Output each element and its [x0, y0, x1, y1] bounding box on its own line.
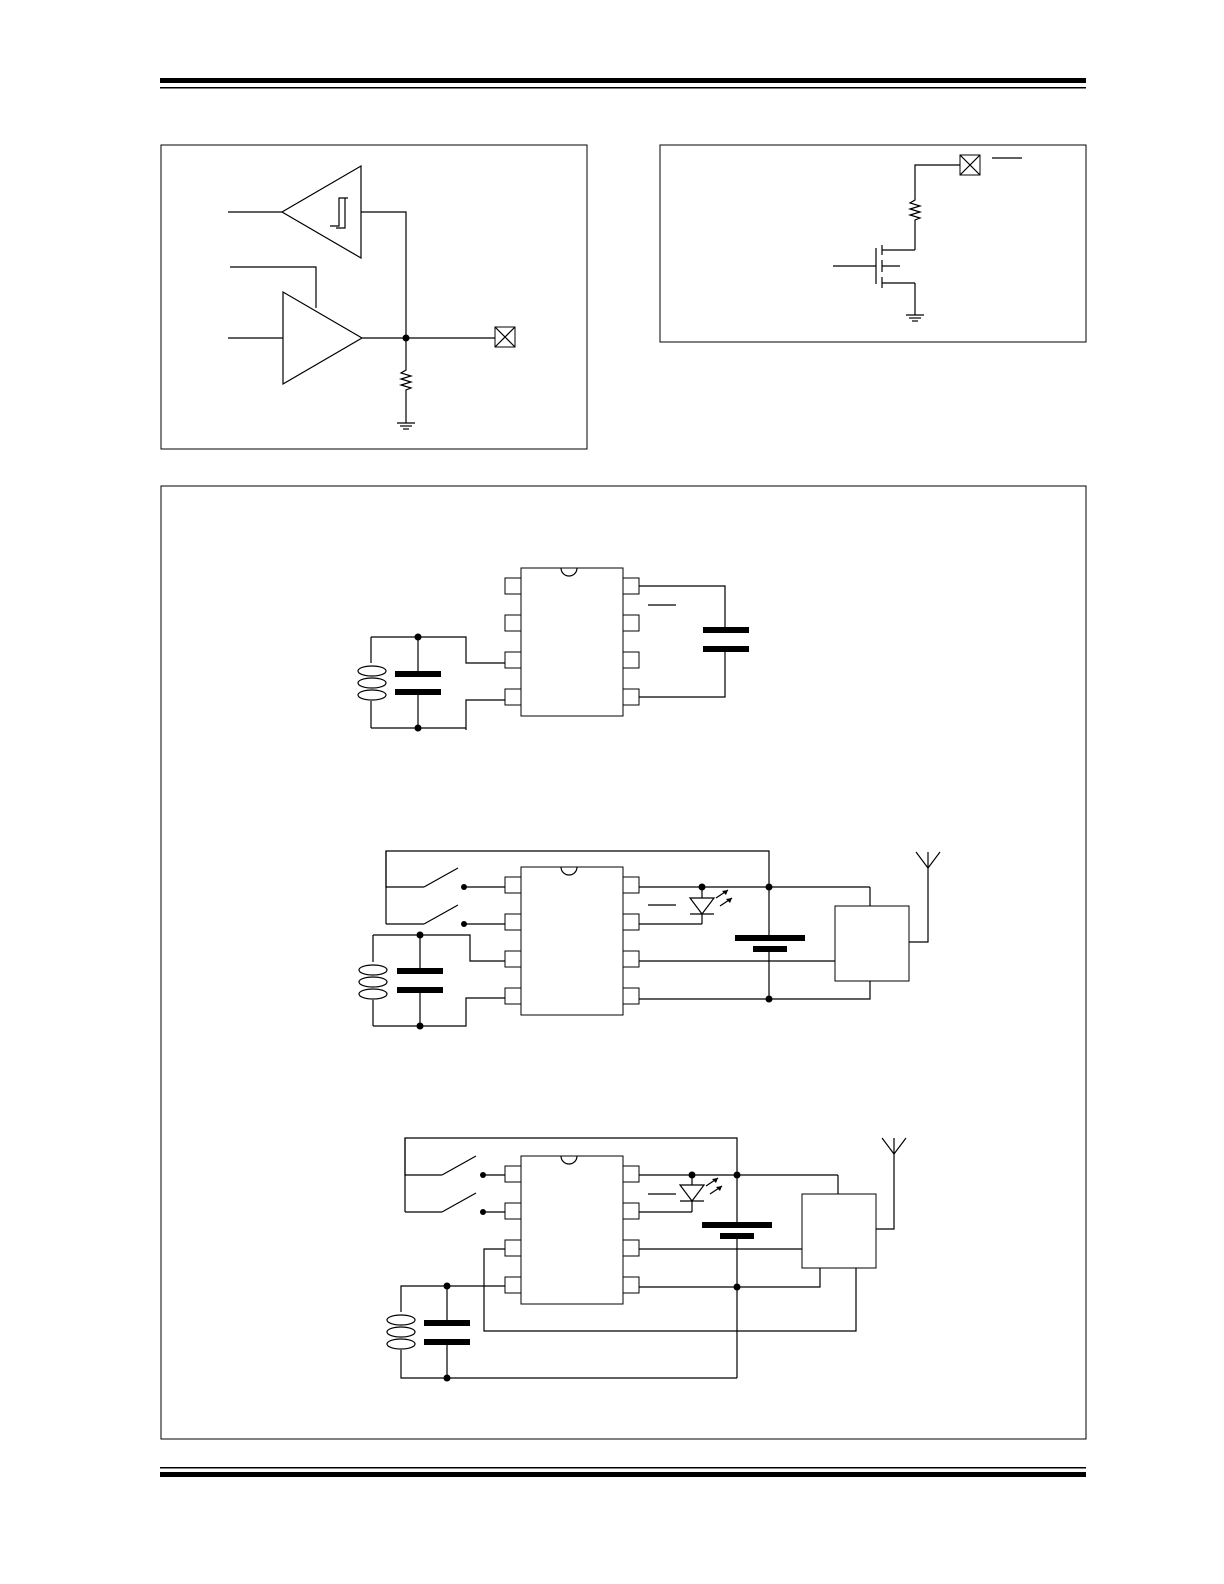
capacitor-icon [424, 1320, 470, 1326]
circuit-b [358, 850, 941, 1030]
coil-icon [357, 665, 387, 701]
battery-icon [702, 1222, 772, 1228]
figure-frame [160, 485, 1087, 1440]
header-rule [160, 78, 1086, 89]
switch-icon [386, 904, 505, 927]
resistor-icon [400, 365, 412, 393]
coil-icon [358, 964, 388, 1000]
coil-icon [386, 1314, 416, 1350]
circuit-a [357, 567, 749, 732]
led-icon [678, 1175, 723, 1212]
amplifier-icon [282, 290, 364, 386]
schmitt-buffer-icon [280, 164, 362, 260]
footer-rule [160, 1467, 1086, 1477]
resistor-icon [909, 195, 921, 223]
ic-package-icon [504, 1155, 640, 1305]
figure-open-drain-structure [659, 144, 1087, 343]
battery-icon [735, 935, 805, 941]
rf-module [834, 905, 910, 982]
ground-icon [396, 422, 416, 430]
ic-package-icon [504, 567, 640, 717]
capacitor-icon [397, 968, 443, 974]
figure-frame [659, 144, 1087, 343]
switch-icon [386, 867, 505, 890]
switch-icon [405, 1192, 505, 1215]
ic-package-icon [504, 866, 640, 1016]
pad-x-icon [494, 326, 516, 348]
figure-io-pin-structure [160, 144, 588, 450]
mosfet-icon [833, 245, 915, 288]
capacitor-icon [395, 671, 441, 677]
led-icon [688, 887, 733, 924]
capacitor-icon [703, 627, 749, 633]
switch-icon [405, 1155, 505, 1178]
pad-x-icon [959, 154, 981, 176]
rf-module [801, 1193, 877, 1269]
figure-frame [160, 144, 588, 450]
circuit-c [386, 1137, 907, 1382]
ground-icon [905, 314, 925, 322]
figure-application-circuits [160, 485, 1087, 1440]
antenna-icon [915, 851, 941, 883]
antenna-icon [881, 1137, 907, 1169]
